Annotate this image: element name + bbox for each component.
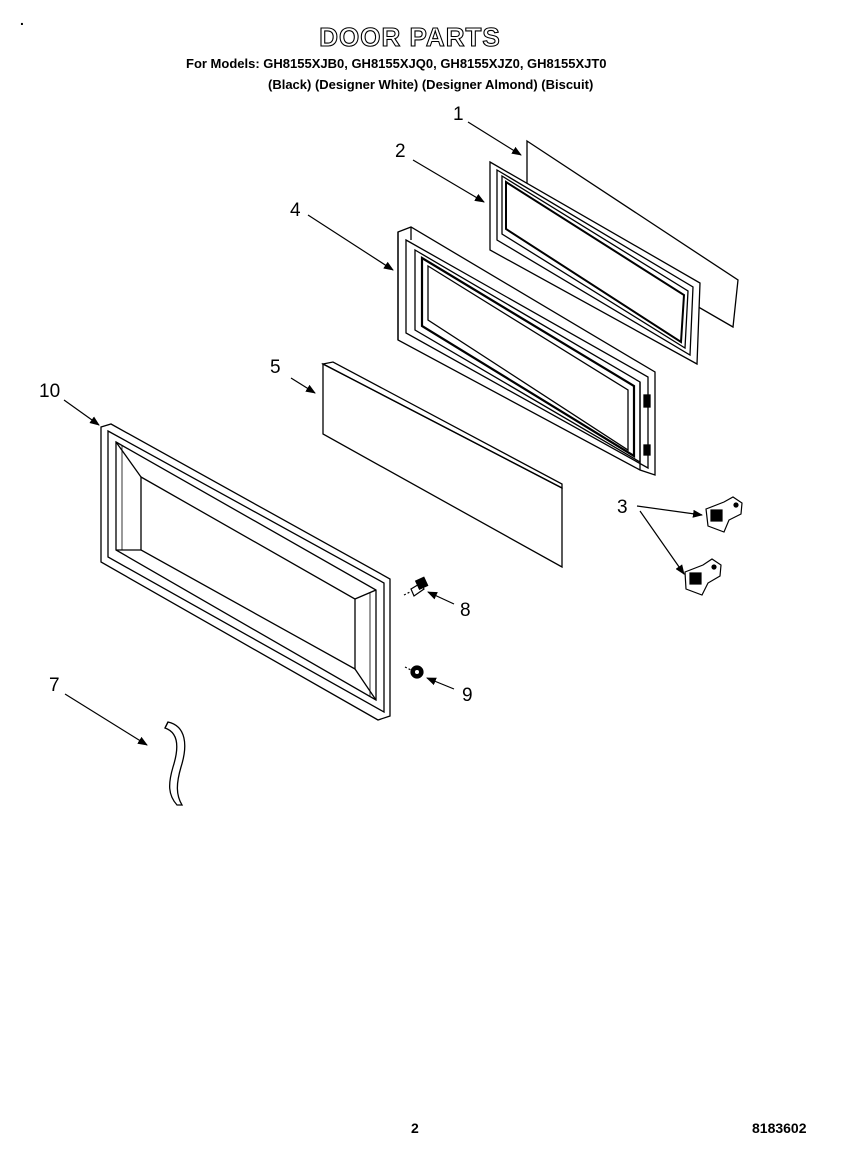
leader-9 — [426, 677, 455, 690]
leader-2 — [412, 159, 485, 203]
leader-7 — [64, 693, 148, 746]
document-number: 8183602 — [752, 1120, 807, 1136]
callout-5: 5 — [270, 357, 281, 378]
callout-4: 4 — [290, 200, 301, 221]
callout-2: 2 — [395, 141, 406, 162]
part-8-screw — [403, 576, 429, 597]
leader-3b — [639, 510, 685, 575]
leader-4 — [307, 214, 394, 271]
latch-hook-lower — [684, 558, 722, 596]
corner-mark: . — [20, 12, 24, 28]
callout-9: 9 — [462, 685, 473, 706]
callout-10: 10 — [39, 381, 61, 402]
part-7-door-handle — [164, 721, 186, 806]
models-line: For Models: GH8155XJB0, GH8155XJQ0, GH81… — [186, 56, 607, 71]
callout-7: 7 — [49, 675, 60, 696]
leader-lines — [63, 121, 703, 746]
part-4-inner-door-frame — [397, 226, 656, 476]
part-3-latch-hooks — [684, 496, 743, 596]
leader-10 — [63, 399, 100, 426]
leader-5 — [290, 377, 316, 394]
leader-1 — [467, 121, 522, 156]
leader-8 — [427, 591, 455, 605]
part-9-nut — [404, 665, 424, 679]
latch-hook-upper — [705, 496, 743, 533]
page-title: DOOR PARTS — [319, 21, 501, 52]
callout-1: 1 — [453, 104, 464, 125]
callout-8: 8 — [460, 600, 471, 621]
callout-3: 3 — [617, 497, 628, 518]
color-variants-line: (Black) (Designer White) (Designer Almon… — [268, 77, 594, 92]
page-number: 2 — [411, 1120, 419, 1136]
part-5-window-screen — [321, 361, 563, 569]
part-2-door-choke-frame — [489, 160, 701, 366]
leader-3a — [636, 505, 703, 518]
part-10-door-frame — [100, 423, 391, 721]
